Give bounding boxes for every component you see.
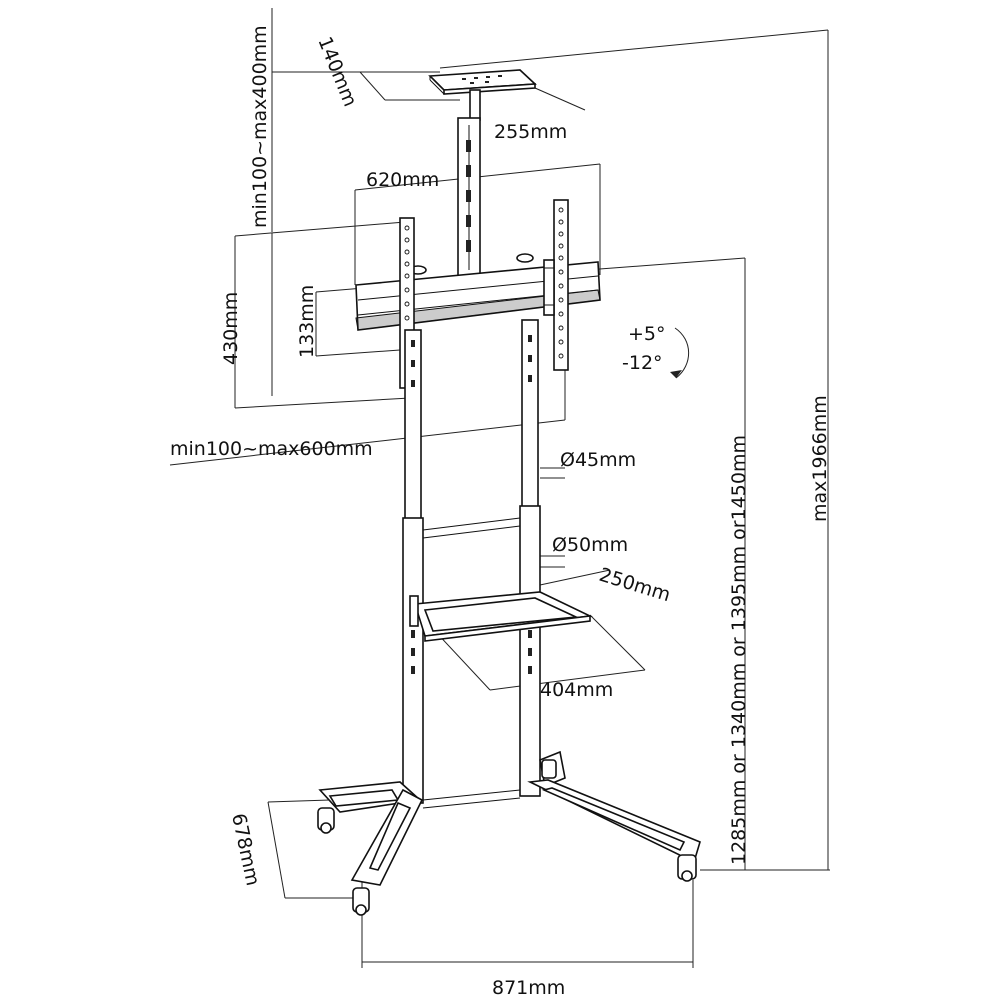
upper-poles bbox=[404, 319, 539, 521]
dimension-labels: 140mm 255mm 620mm min100~max400mm 430mm … bbox=[170, 25, 831, 999]
label-tilt-down: -12° bbox=[622, 352, 663, 374]
dimension-lines bbox=[169, 8, 830, 968]
caster-wheel bbox=[352, 887, 370, 916]
label-crossbar-height: 133mm bbox=[296, 285, 318, 358]
label-bracket-width: 620mm bbox=[366, 169, 439, 191]
lower-poles bbox=[402, 505, 541, 809]
tv-stand bbox=[317, 69, 701, 916]
tilt-arrow bbox=[670, 327, 690, 379]
label-upper-pole-diameter: Ø45mm bbox=[560, 449, 636, 471]
label-bracket-height: 430mm bbox=[220, 292, 242, 365]
camera-tray bbox=[428, 69, 537, 121]
label-shelf-depth: 250mm bbox=[597, 564, 674, 606]
rolling-base bbox=[317, 750, 701, 916]
caster-wheel bbox=[317, 807, 335, 834]
label-camera-shelf-height: min100~max400mm bbox=[249, 25, 271, 228]
right-vesa-bracket bbox=[543, 199, 569, 371]
caster-wheel bbox=[677, 854, 697, 882]
label-tilt-up: +5° bbox=[628, 323, 666, 345]
label-max-height: max1966mm bbox=[809, 395, 831, 522]
label-lower-pole-diameter: Ø50mm bbox=[552, 534, 628, 556]
label-tray-width-top: 255mm bbox=[494, 121, 567, 143]
label-base-depth: 678mm bbox=[227, 811, 264, 887]
middle-shelf bbox=[409, 591, 593, 642]
label-shelf-width: 404mm bbox=[540, 679, 613, 701]
label-height-options: 1285mm or 1340mm or 1395mm or1450mm bbox=[728, 435, 750, 865]
label-base-width: 871mm bbox=[492, 977, 565, 999]
label-vesa-range: min100~max600mm bbox=[170, 438, 373, 460]
camera-mast bbox=[457, 117, 481, 279]
caster-wheel bbox=[541, 759, 557, 779]
